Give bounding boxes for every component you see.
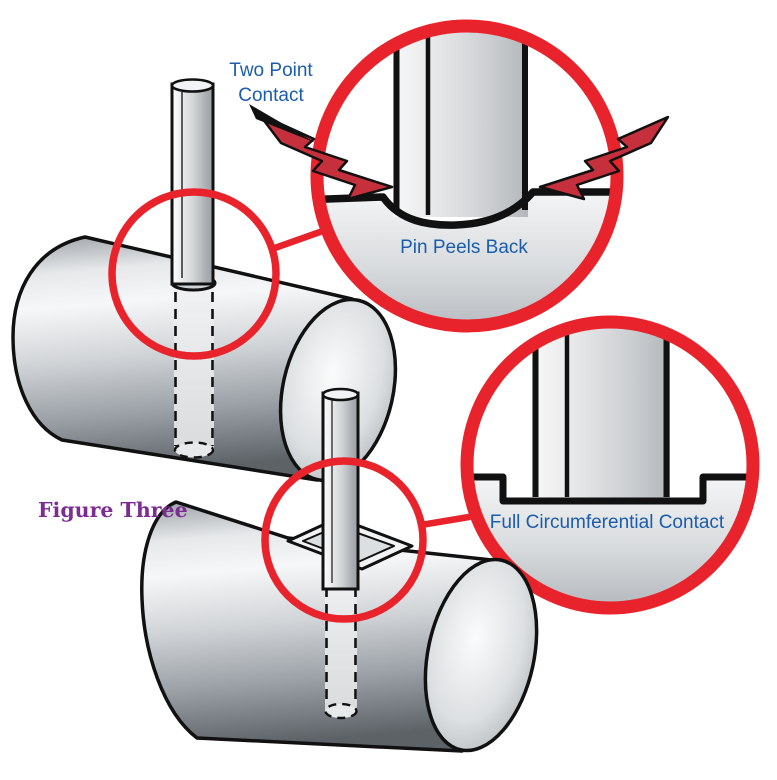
cylinder-bottom-body (140, 500, 503, 753)
full-circumferential-contact-label: Full Circumferential Contact (490, 512, 725, 533)
magnified-pin-top (393, 30, 528, 217)
seated-surface-line (471, 473, 749, 505)
two-point-contact-label-line1: Two Point (229, 60, 313, 81)
hidden-hole-top (174, 285, 214, 451)
pin-top-shaft (170, 82, 215, 286)
figure-caption: Figure Three (38, 498, 188, 522)
magnifier-top: Two Point Contact Pin Peels Back (229, 19, 670, 333)
peeled-surface-line (321, 188, 613, 229)
callout-pointer-icon (249, 104, 316, 143)
hidden-hole-top-bottom (173, 441, 215, 459)
cylinder-bottom-end-face (423, 557, 539, 753)
leader-line-bottom (417, 513, 473, 529)
cylinder-bottom (140, 387, 539, 753)
hidden-hole-bottom-bottom (324, 702, 358, 720)
contact-arrow-right-icon (538, 115, 670, 201)
pin-bottom (321, 387, 360, 591)
magnifier-bottom-ring (460, 315, 760, 615)
pin-top (170, 78, 215, 286)
two-point-contact-label-line2: Contact (238, 85, 304, 106)
contact-arrow-left-icon (257, 112, 394, 201)
leader-line-top (268, 228, 324, 253)
magnifier-top-ring (310, 19, 624, 333)
pin-top-cap (170, 78, 215, 93)
magnified-pin-bottom (532, 326, 670, 500)
magnifier-bottom: Full Circumferential Contact (460, 315, 760, 615)
pin-peels-back-label: Pin Peels Back (400, 237, 528, 258)
highlight-circle-bottom (261, 457, 427, 623)
pin-bottom-cap (321, 387, 360, 402)
highlight-circle-top (108, 188, 280, 360)
pin-bottom-shaft (321, 391, 360, 591)
